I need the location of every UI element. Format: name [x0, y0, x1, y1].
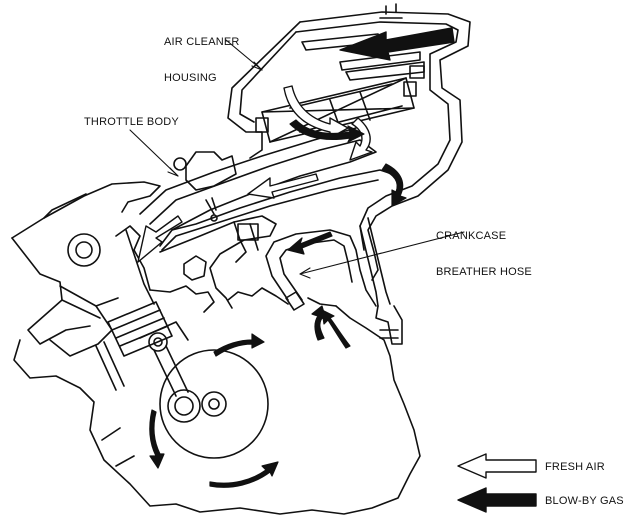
air-filter-element — [255, 77, 417, 143]
blow-by-arrow-crank-right-2 — [321, 309, 351, 349]
throttle-body-label: THROTTLE BODY — [84, 116, 179, 128]
crankshaft — [153, 345, 269, 459]
blow-by-arrow-crank-left — [149, 409, 165, 469]
fresh-air-arrow-bend — [349, 117, 373, 161]
fresh-air-arrow-duct-1 — [247, 173, 319, 199]
engine-block — [11, 181, 277, 357]
fresh-air-arrow-duct-2 — [137, 215, 183, 263]
leader-lines — [129, 39, 465, 279]
blow-by-arrows — [149, 119, 407, 488]
crankcase-label-line2: BREATHER HOSE — [436, 266, 532, 278]
air-cleaner-label-line1: AIR CLEANER — [164, 36, 240, 48]
air-cleaner-label-line2: HOUSING — [164, 72, 217, 84]
fresh-air-legend-label: FRESH AIR — [545, 461, 605, 473]
fresh-air-arrows — [137, 27, 455, 263]
air-cleaner-housing-label: AIR CLEANER HOUSING — [164, 12, 240, 96]
legend — [457, 453, 537, 513]
crankcase-label-line1: CRANKCASE — [436, 230, 507, 242]
blow-by-arrow-crank-bottom — [209, 461, 279, 488]
blow-by-legend-arrow — [457, 487, 537, 513]
crankcase — [13, 287, 421, 515]
crankcase-breather-hose-label: CRANKCASE BREATHER HOSE — [436, 206, 532, 290]
blow-by-arrow-housing — [289, 119, 365, 143]
blow-by-arrow-crank-upper — [213, 333, 265, 357]
fresh-air-legend-arrow — [457, 453, 537, 479]
blow-by-gas-legend-label: BLOW-BY GAS — [545, 495, 624, 507]
piston-cylinder — [95, 301, 189, 391]
fresh-air-arrow-inlet — [339, 27, 455, 61]
blow-by-arrow-hose-bend — [381, 163, 407, 207]
blow-by-arrow-hose — [287, 231, 333, 255]
